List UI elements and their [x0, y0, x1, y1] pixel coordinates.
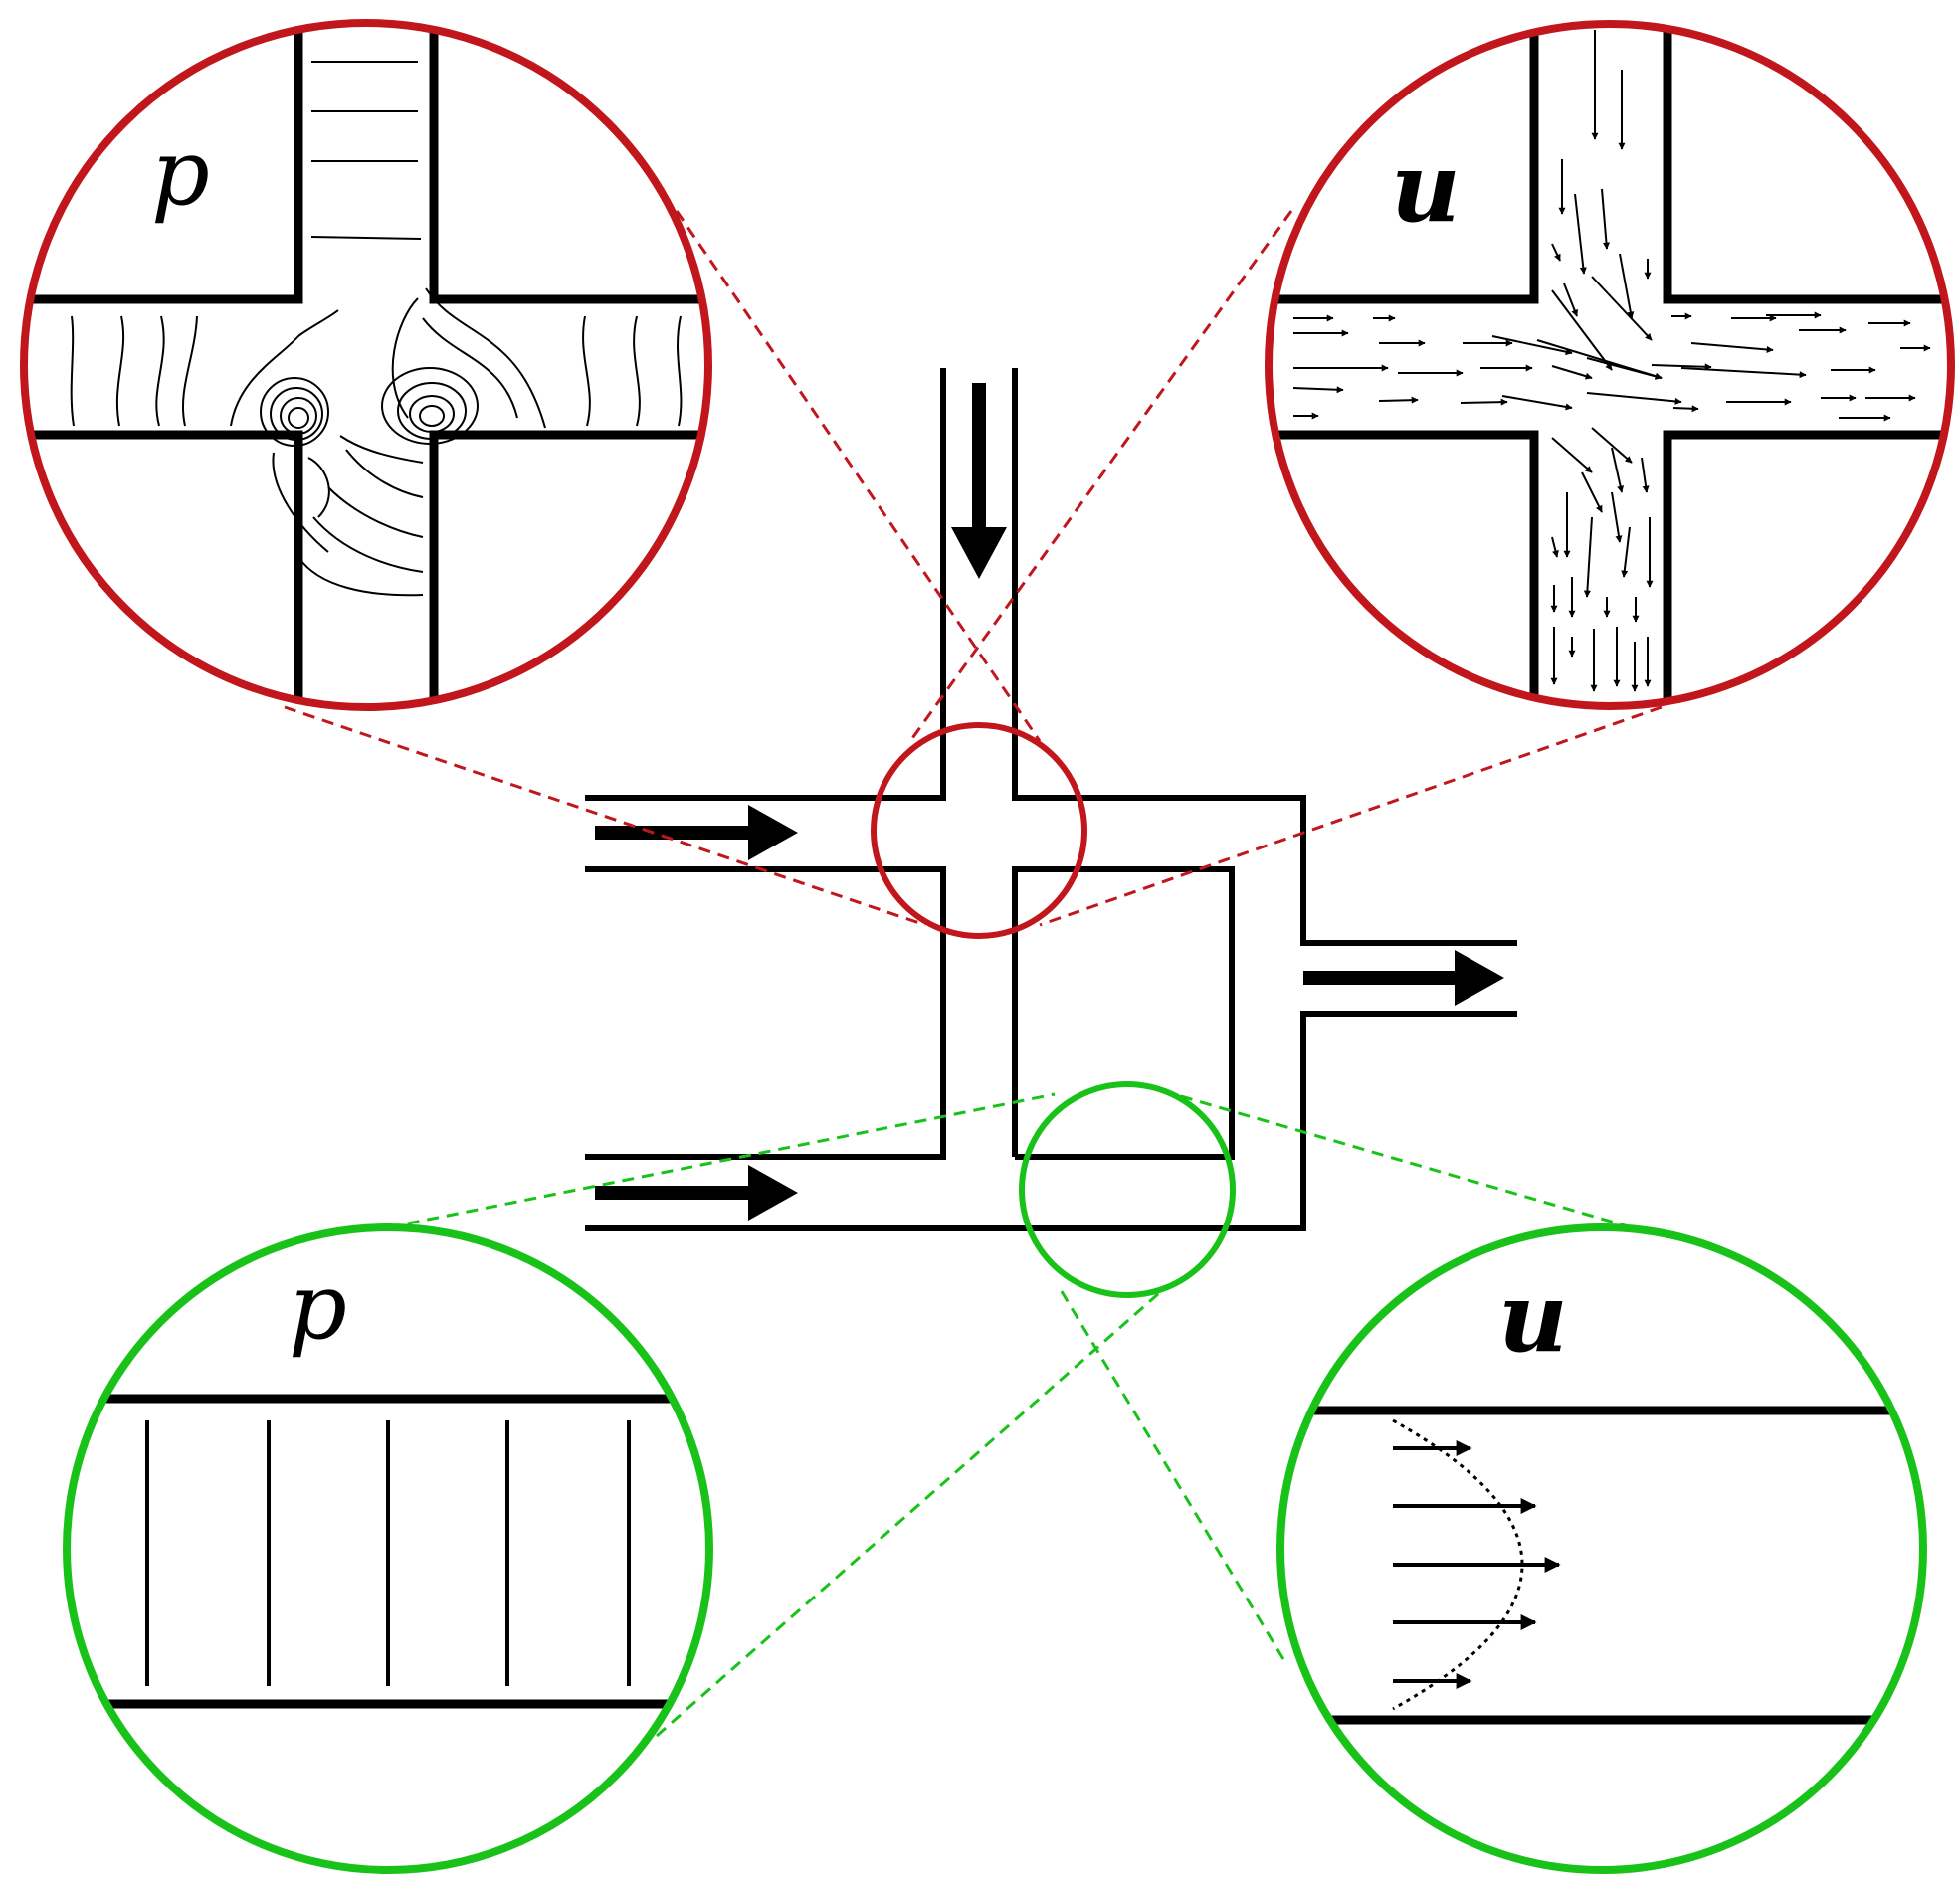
- velocity-vectors: [1393, 1440, 1561, 1689]
- channel-highlight-circle: [1019, 1081, 1236, 1298]
- top-inlet-right-wall: [1012, 368, 1517, 946]
- pressure-contours: [70, 61, 683, 597]
- zoom-junction-pressure: p: [20, 19, 712, 711]
- pressure-contours: [145, 1420, 631, 1686]
- zoom-channel-pressure: p: [63, 1223, 713, 1874]
- junction-leader-lines: [284, 210, 1663, 927]
- parabolic-velocity-profile: [1392, 1418, 1524, 1711]
- pressure-label: p: [289, 1253, 347, 1360]
- velocity-label: u: [1391, 131, 1461, 244]
- velocity-vectors: [1292, 30, 1931, 692]
- main-flow-arrows: [595, 383, 1504, 1221]
- channel-leader-lines: [387, 1092, 1633, 1738]
- junction-highlight-circle: [871, 722, 1087, 939]
- bottom-channel-outer-wall: [585, 1011, 1517, 1231]
- inner-loop-wall: [1012, 866, 1235, 1160]
- velocity-label: u: [1498, 1261, 1568, 1374]
- channel-network: [585, 368, 1517, 1231]
- top-inlet-left-wall: [585, 368, 946, 801]
- flow-arrow-icon: [1303, 950, 1504, 1006]
- flow-arrow-icon: [951, 383, 1007, 579]
- pressure-label: p: [151, 119, 210, 226]
- flow-arrow-icon: [595, 805, 798, 860]
- zoom-channel-velocity: u: [1276, 1223, 1927, 1874]
- zoom-junction-velocity: u: [1265, 20, 1955, 710]
- flow-arrow-icon: [595, 1165, 798, 1221]
